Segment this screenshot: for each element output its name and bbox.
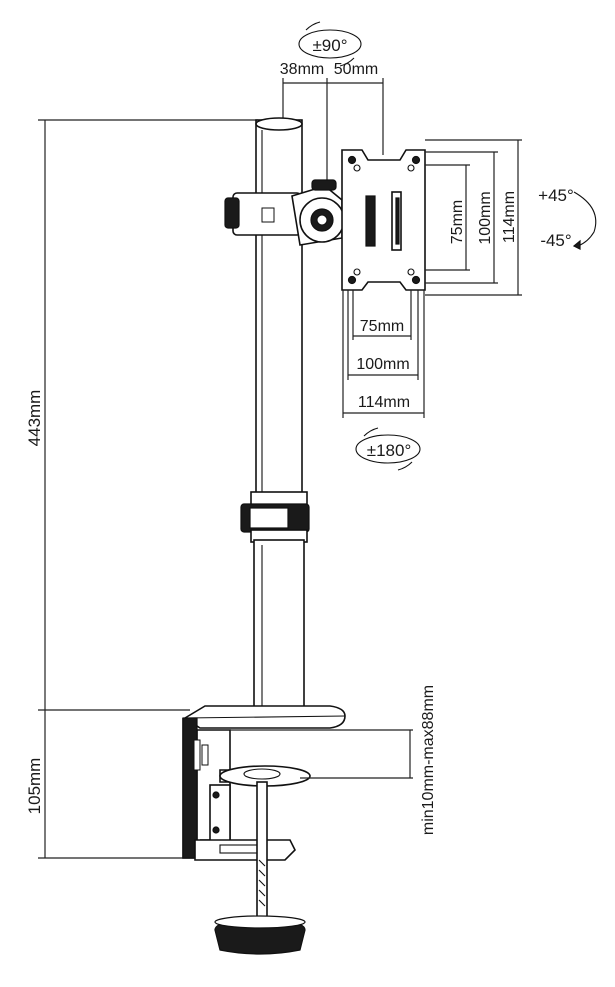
pole-upper xyxy=(255,117,303,503)
clamp-height-label: 105mm xyxy=(25,758,44,815)
rotation-pos-label: +45° xyxy=(538,186,574,205)
desk-thickness-dimension: min10mm-max88mm xyxy=(230,685,437,835)
rotation-indicator: +45° -45° xyxy=(538,186,597,250)
vesa-vertical-dimensions: 75mm 100mm 114mm xyxy=(425,139,522,296)
swivel-badge: ±180° xyxy=(355,427,421,471)
vesa-v-100-label: 100mm xyxy=(477,191,494,244)
vesa-v-75-label: 75mm xyxy=(449,200,466,244)
offset-50-label: 50mm xyxy=(334,61,378,78)
base-plate xyxy=(183,705,346,729)
vesa-v-114-label: 114mm xyxy=(501,191,518,243)
pole-lower xyxy=(253,539,305,719)
tilt-badge: ±90° xyxy=(298,21,362,67)
rotation-neg-label: -45° xyxy=(540,231,571,250)
desk-clamp xyxy=(182,717,311,955)
vesa-horizontal-dimensions: 75mm 100mm 114mm xyxy=(342,290,425,418)
vesa-h-75-label: 75mm xyxy=(360,318,404,335)
height-collar xyxy=(240,491,310,543)
tilt-label: ±90° xyxy=(312,36,347,55)
rotation-arrow-icon xyxy=(572,239,581,250)
vesa-plate xyxy=(341,149,426,291)
vesa-h-100-label: 100mm xyxy=(356,356,409,373)
tilt-arm xyxy=(224,179,345,246)
height-dimension: 443mm xyxy=(25,119,258,711)
offset-38-label: 38mm xyxy=(280,61,324,78)
vesa-h-114-label: 114mm xyxy=(358,394,410,411)
arm-offset-dimensions: 38mm 50mm xyxy=(280,61,384,185)
desk-thickness-label: min10mm-max88mm xyxy=(420,685,437,835)
swivel-label: ±180° xyxy=(367,441,412,460)
height-label: 443mm xyxy=(25,390,44,447)
